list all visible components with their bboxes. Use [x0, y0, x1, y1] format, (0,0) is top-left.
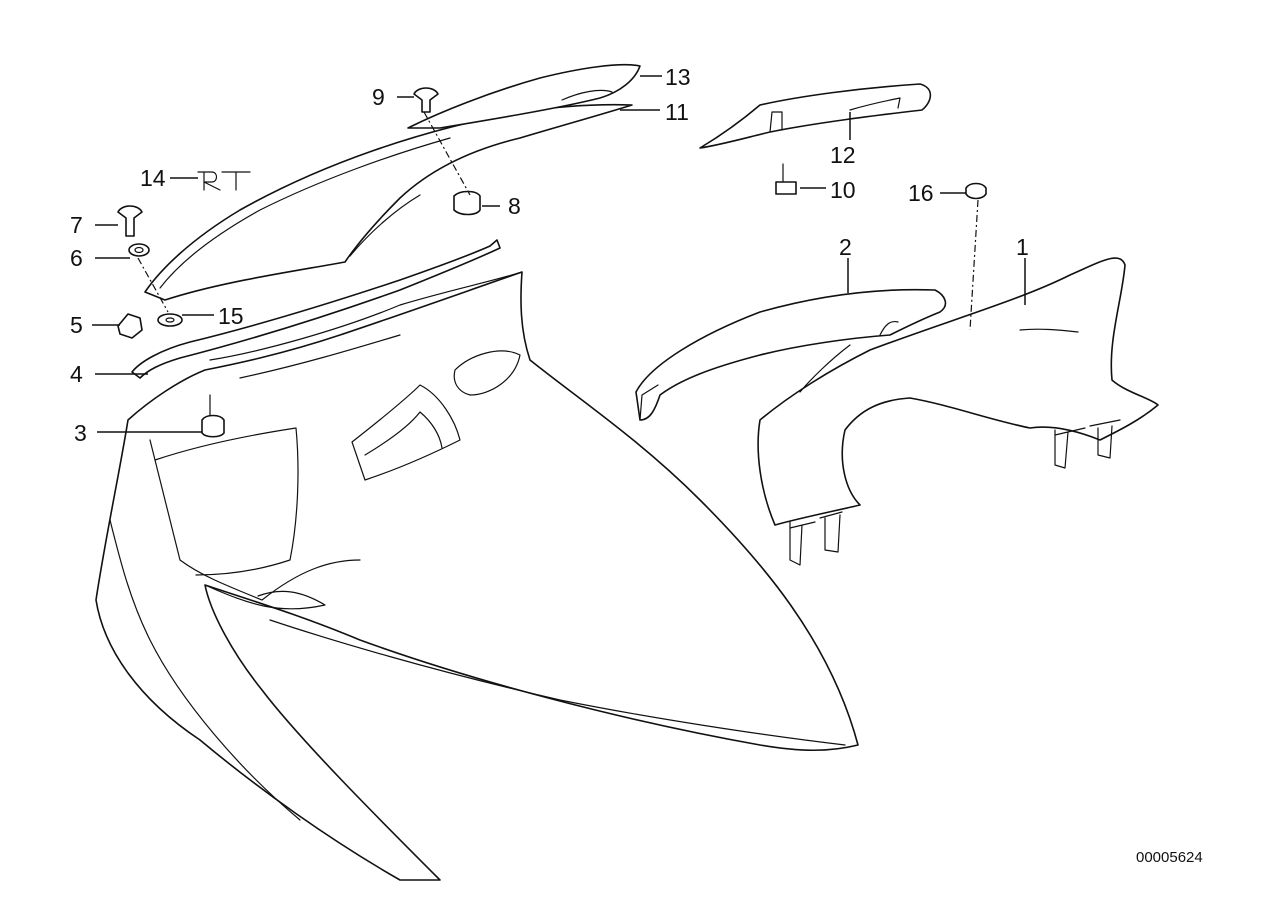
- front-fairing: [95, 271, 859, 881]
- callout-13: 13: [665, 64, 691, 90]
- part-7-screw: [117, 205, 143, 237]
- part-2-bracket: [635, 288, 947, 421]
- part-1-side-panel: [757, 257, 1159, 566]
- part-10-screw: [775, 163, 797, 195]
- leader-lines: [92, 75, 1026, 433]
- callout-2: 2: [839, 234, 852, 260]
- part-11-windscreen-trim: [144, 103, 633, 301]
- callout-14: 14: [140, 165, 166, 191]
- part-3-nut: [201, 394, 225, 438]
- part-13-upper-trim: [407, 63, 641, 129]
- callout-1: 1: [1016, 234, 1029, 260]
- callouts: 1 2 3 4 5 6 7 8 9 10 11 12 13 14 15 16: [70, 64, 1029, 446]
- callout-8: 8: [508, 193, 521, 219]
- reference-number: 00005624: [1136, 849, 1203, 866]
- callout-15: 15: [218, 303, 244, 329]
- callout-16: 16: [908, 180, 934, 206]
- callout-12: 12: [830, 142, 856, 168]
- callout-7: 7: [70, 212, 83, 238]
- part-15-washer: [157, 313, 183, 327]
- callout-10: 10: [830, 177, 856, 203]
- callout-5: 5: [70, 312, 83, 338]
- part-14-emblem: [197, 171, 251, 191]
- assembly-lines: [137, 111, 979, 331]
- callout-6: 6: [70, 245, 83, 271]
- callout-9: 9: [372, 84, 385, 110]
- part-4-edge-strip: [131, 239, 501, 379]
- callout-11: 11: [665, 99, 689, 125]
- part-16-nut: [965, 182, 987, 200]
- part-5-clip: [117, 313, 143, 339]
- callout-3: 3: [74, 420, 87, 446]
- part-9-screw: [413, 87, 439, 113]
- callout-4: 4: [70, 361, 83, 387]
- part-8-nut: [453, 190, 481, 216]
- part-12-right-trim: [699, 83, 932, 149]
- part-6-washer: [128, 243, 150, 257]
